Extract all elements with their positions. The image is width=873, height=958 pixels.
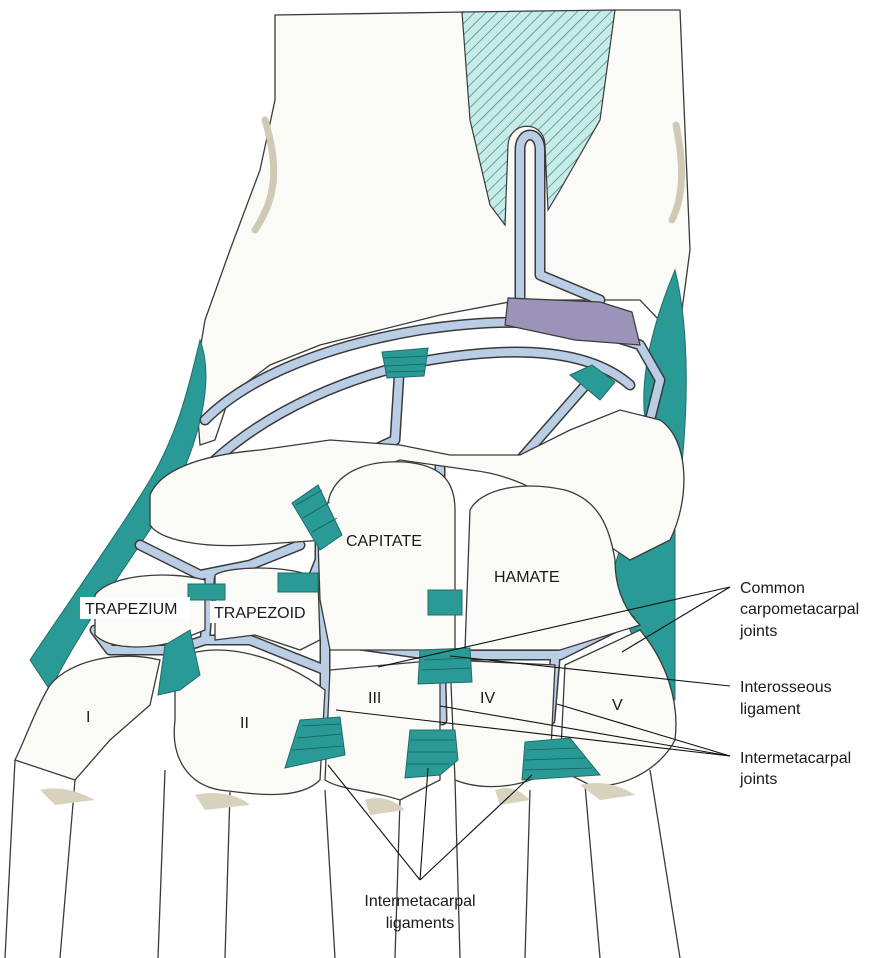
label-interosseous-1: Interosseous (740, 679, 832, 696)
label-trapezium: TRAPEZIUM (85, 601, 177, 618)
label-mc2: II (240, 715, 249, 732)
metacarpal-bones (5, 630, 680, 958)
label-intermetacarpal-joints-2: joints (739, 771, 777, 788)
label-hamate: HAMATE (494, 569, 559, 586)
label-mc1: I (86, 709, 90, 726)
interosseous-ligament (418, 648, 472, 684)
label-common-cmc-2: carpometacarpal (740, 601, 859, 618)
ligament-radiocarpal-1 (382, 348, 428, 378)
intermetacarpal-ligament-2 (405, 730, 458, 778)
label-common-cmc-1: Common (740, 580, 805, 597)
label-trapezoid: TRAPEZOID (214, 605, 306, 622)
label-mc3: III (368, 690, 381, 707)
label-mc5: V (612, 697, 623, 714)
ligament-capitate-hamate (428, 590, 462, 615)
articular-disc (505, 298, 640, 345)
label-mc4: IV (480, 690, 495, 707)
ligament-trapezium-trapezoid (188, 584, 225, 600)
ligament-trapezoid-capitate (278, 573, 318, 592)
label-intermetacarpal-joints-1: Intermetacarpal (740, 750, 851, 767)
bone-shading (40, 783, 635, 815)
capitate-bone (318, 462, 455, 650)
label-intermetacarpal-ligaments-1: Intermetacarpal (364, 893, 475, 910)
label-intermetacarpal-ligaments-2: ligaments (386, 915, 454, 932)
label-interosseous-2: ligament (740, 701, 801, 718)
label-capitate: CAPITATE (346, 533, 422, 550)
label-common-cmc-3: joints (739, 623, 777, 640)
